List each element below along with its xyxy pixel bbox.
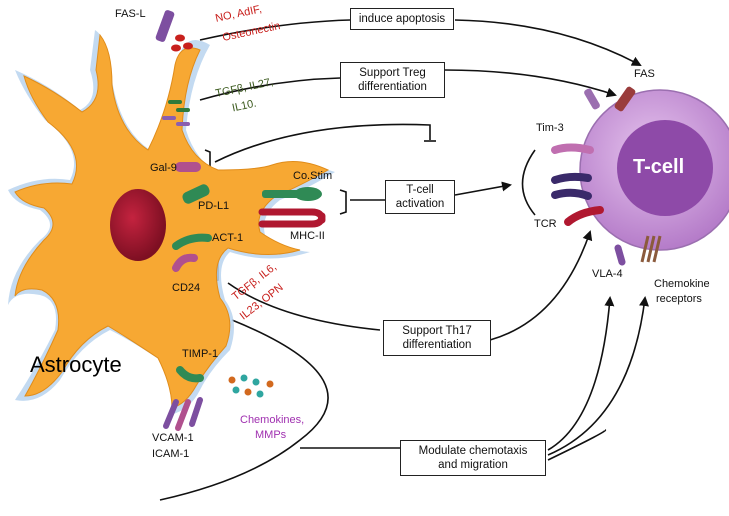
th17-arrow	[489, 230, 593, 341]
fasl-molecule	[155, 10, 175, 42]
tcr-receptors	[551, 172, 604, 226]
chemokine-receptors-bundle	[640, 235, 662, 263]
chemokines-label-line1: Chemokines,	[240, 414, 305, 426]
vcam-icam-molecules	[163, 397, 203, 431]
tcell-label: T-cell	[633, 156, 685, 178]
act1-molecule	[172, 233, 212, 250]
tcr-label: TCR	[534, 218, 557, 230]
chemotaxis-curve	[159, 319, 329, 501]
fas-label: FAS	[634, 68, 655, 80]
tcr-bracket	[521, 149, 536, 216]
mhc2-molecule	[258, 208, 326, 228]
induce-apoptosis-box: induce apoptosis	[350, 8, 454, 30]
chemokine-receptors-label-line1: Chemokine	[654, 278, 710, 290]
act1-label: ACT-1	[212, 232, 244, 244]
tcell-activation-box: T-cell activation	[385, 180, 455, 214]
fasl-label: FAS-L	[115, 8, 146, 20]
vla4-receptor	[614, 244, 626, 266]
mhc2-label: MHC-II	[290, 230, 325, 242]
astrocyte-nucleus	[110, 189, 166, 261]
pdl1-molecule	[182, 184, 210, 204]
treg-box: Support Treg differentiation	[340, 62, 445, 98]
fas-receptor	[614, 86, 636, 112]
astrocyte-body	[14, 33, 330, 409]
vla4-label: VLA-4	[592, 268, 623, 280]
timp1-molecule	[176, 366, 204, 383]
chemotaxis-arrow-chemokine	[547, 296, 649, 456]
chemokine-dots	[228, 374, 274, 398]
apoptosis-factor-dots	[171, 34, 193, 52]
treg-factor-dashes	[162, 100, 190, 126]
chemokines-label-line2: MMPs	[255, 429, 287, 441]
tcell-inner	[617, 120, 713, 216]
astrocyte-cell	[8, 30, 335, 415]
treg-arrow	[199, 69, 615, 100]
t-cell	[579, 89, 729, 251]
gal9-label: Gal-9	[150, 162, 177, 174]
tim3-label: Tim-3	[536, 122, 564, 134]
chemotaxis-arrow-vla4	[547, 296, 615, 451]
chemotaxis-box: Modulate chemotaxis and migration	[400, 440, 546, 476]
costim-label: Co.Stim	[293, 170, 333, 182]
chemotaxis-arrow-migration	[547, 429, 607, 461]
timp1-label: TIMP-1	[182, 348, 219, 360]
activation-arrow	[454, 181, 512, 196]
th17-box: Support Th17 differentiation	[383, 320, 491, 356]
apoptosis-arrow	[199, 19, 640, 65]
purple-receptor-top	[584, 88, 600, 110]
tim3-receptor	[551, 143, 594, 154]
th17-line	[227, 282, 381, 331]
icam1-label: ICAM-1	[152, 448, 190, 460]
costim-bracket	[339, 189, 347, 215]
cd24-label: CD24	[172, 282, 201, 294]
pdl1-label: PD-L1	[198, 200, 230, 212]
gal9-inhibition-line	[214, 123, 431, 163]
vcam1-label: VCAM-1	[152, 432, 194, 444]
gal9-molecule	[175, 162, 201, 172]
costim-molecule	[262, 187, 322, 201]
astrocyte-label: Astrocyte	[30, 352, 122, 377]
connectors	[159, 19, 649, 501]
chemokine-receptors-label-line2: receptors	[656, 293, 702, 305]
cd24-molecule	[172, 253, 198, 272]
